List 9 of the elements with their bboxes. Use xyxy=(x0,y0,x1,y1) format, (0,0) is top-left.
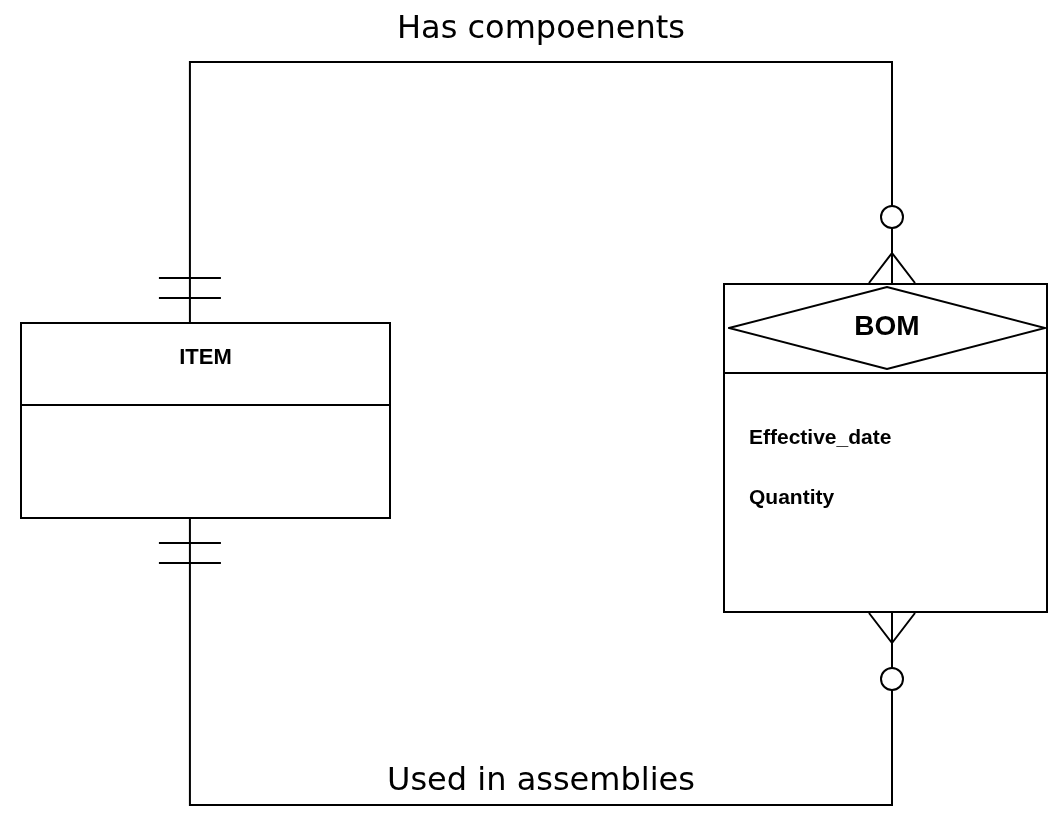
relationship-line xyxy=(157,61,916,323)
relationship-line xyxy=(157,518,916,806)
attribute-name: Quantity xyxy=(749,485,835,509)
relationship-diamond xyxy=(728,286,1046,370)
attribute-name: Effective_date xyxy=(749,425,892,449)
entity-box xyxy=(723,283,1048,613)
entity-box xyxy=(20,322,391,519)
relationship-name: BOM xyxy=(854,310,920,342)
entity-name: ITEM xyxy=(179,344,232,370)
